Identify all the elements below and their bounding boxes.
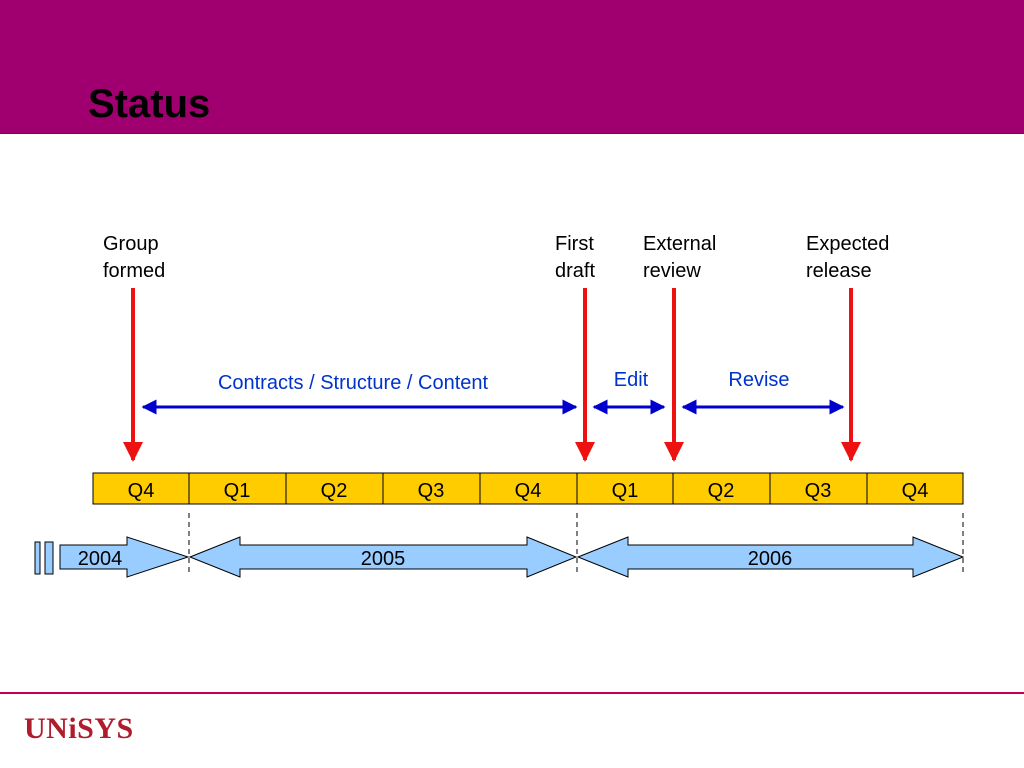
phase-label: Revise	[728, 369, 789, 391]
milestone-label: Group formed	[103, 233, 165, 282]
milestone-expected-release: Expected release	[806, 233, 895, 462]
quarter-label: Q4	[515, 480, 542, 502]
quarter-label: Q2	[708, 480, 735, 502]
phase-label: Edit	[614, 369, 649, 391]
year-tail-bar	[44, 541, 54, 575]
quarter-label: Q1	[612, 480, 639, 502]
slide-title: Status	[88, 82, 211, 126]
footer-divider	[0, 692, 1024, 694]
quarter-cell	[382, 472, 481, 505]
quarter-label: Q4	[128, 480, 155, 502]
year-tail-bar	[34, 541, 41, 575]
unisys-logo: UNiSYS	[24, 712, 134, 745]
milestone-external-review: External review	[643, 233, 722, 462]
year-2005: 2005	[188, 536, 578, 578]
year-arrow	[59, 536, 190, 578]
year-label: 2005	[361, 548, 406, 570]
year-label: 2006	[748, 548, 793, 570]
phase-edit: Edit	[592, 369, 666, 415]
year-arrow	[188, 536, 578, 578]
quarter-cell	[769, 472, 868, 505]
milestone-first-draft: First draft	[555, 233, 599, 462]
milestone-label-line: Expected	[806, 233, 889, 255]
year-2006: 2006	[576, 536, 965, 578]
milestone-label-line: External	[643, 233, 716, 255]
phase-revise: Revise	[681, 369, 845, 415]
milestone-label: External review	[643, 233, 722, 282]
milestone-label: Expected release	[806, 233, 895, 282]
phase-contracts-structure-content: Contracts / Structure / Content	[141, 372, 578, 415]
quarter-cell	[479, 472, 578, 505]
quarter-label: Q4	[902, 480, 929, 502]
phase-label: Contracts / Structure / Content	[218, 372, 489, 394]
year-label: 2004	[78, 548, 123, 570]
quarter-label: Q3	[418, 480, 445, 502]
quarter-cell	[92, 472, 190, 505]
quarter-label: Q3	[805, 480, 832, 502]
milestone-label-line: release	[806, 260, 872, 282]
milestone-label-line: Group	[103, 233, 159, 255]
quarter-cell	[285, 472, 384, 505]
milestone-label-line: First	[555, 233, 594, 255]
quarter-bar: Q4 Q1 Q2 Q3 Q4 Q1 Q2 Q3 Q4	[92, 472, 964, 505]
milestone-label-line: formed	[103, 260, 165, 282]
quarter-cell	[672, 472, 771, 505]
milestone-label: First draft	[555, 233, 599, 282]
milestone-label-line: review	[643, 260, 701, 282]
quarter-cell	[866, 472, 964, 505]
milestone-group-formed: Group formed	[103, 233, 165, 462]
year-2004: 2004	[34, 536, 190, 578]
quarter-label: Q1	[224, 480, 251, 502]
milestone-label-line: draft	[555, 260, 595, 282]
quarter-label: Q2	[321, 480, 348, 502]
year-arrow	[576, 536, 965, 578]
title-bar: Status	[0, 0, 1024, 134]
quarter-cell	[188, 472, 287, 505]
quarter-cell	[576, 472, 674, 505]
